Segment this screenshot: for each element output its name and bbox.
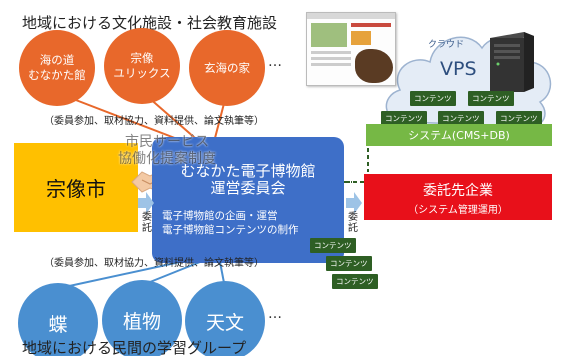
content-chip: コンテンツ [326,256,372,271]
content-chip: コンテンツ [496,111,542,126]
content-chip: コンテンツ [438,111,484,126]
more-facilities-ellipsis: … [268,54,282,70]
content-chip: コンテンツ [381,111,427,126]
commission-label-2: 委託 [348,212,358,234]
museum-committee-box: むなかた電子博物館 運営委員会 電子博物館の企画・運営 電子博物館コンテンツの制… [152,137,344,263]
system-bar: システム(CMS+DB) [366,124,552,146]
cloud-label: クラウド [428,40,465,50]
contractor-box: 委託先企業 （システム管理運用） [364,174,552,220]
group-participation-note: （委員参加、取材協力、資料提供、論文執筆等） [44,258,264,269]
content-chip: コンテンツ [310,238,356,253]
museum-committee-title: むなかた電子博物館 運営委員会 [180,162,316,197]
content-chip: コンテンツ [468,91,514,106]
contractor-name: 委託先企業 [423,183,493,199]
more-groups-ellipsis: … [268,306,282,322]
group-label: 蝶 [48,313,68,336]
server-icon [490,32,534,92]
system-label: システム(CMS+DB) [408,129,510,142]
arrow-right-icon [138,192,154,214]
vps-label: VPS [440,58,477,80]
facility-participation-note: （委員参加、取材協力、資料提供、論文執筆等） [44,116,264,127]
facility-circle: 宗像 ユリックス [104,28,180,104]
arrow-right-icon [346,192,362,214]
group-label: 天文 [205,311,244,334]
group-circle: 蝶 [18,283,98,356]
group-circle: 天文 [185,281,265,356]
bottom-title: 地域における民間の学習グループ [22,339,247,356]
facility-circle: 海の道 むなかた館 [19,30,95,106]
citizen-service-label: 市民サービス 協働化提案制度 [118,134,216,167]
group-circle: 植物 [102,280,182,356]
munakata-city-box: 宗像市 [14,143,138,232]
content-chip: コンテンツ [410,91,456,106]
contractor-role: （システム管理運用） [408,205,508,216]
museum-committee-tasks: 電子博物館の企画・運営 電子博物館コンテンツの制作 [162,210,299,236]
facility-circle: 玄海の家 [189,30,265,106]
group-label: 植物 [122,310,161,333]
commission-label: 委託 [142,212,152,234]
content-chip: コンテンツ [332,274,378,289]
top-title: 地域における文化施設・社会教育施設 [22,14,278,32]
website-thumbnail [306,12,396,86]
munakata-city-label: 宗像市 [46,177,106,201]
